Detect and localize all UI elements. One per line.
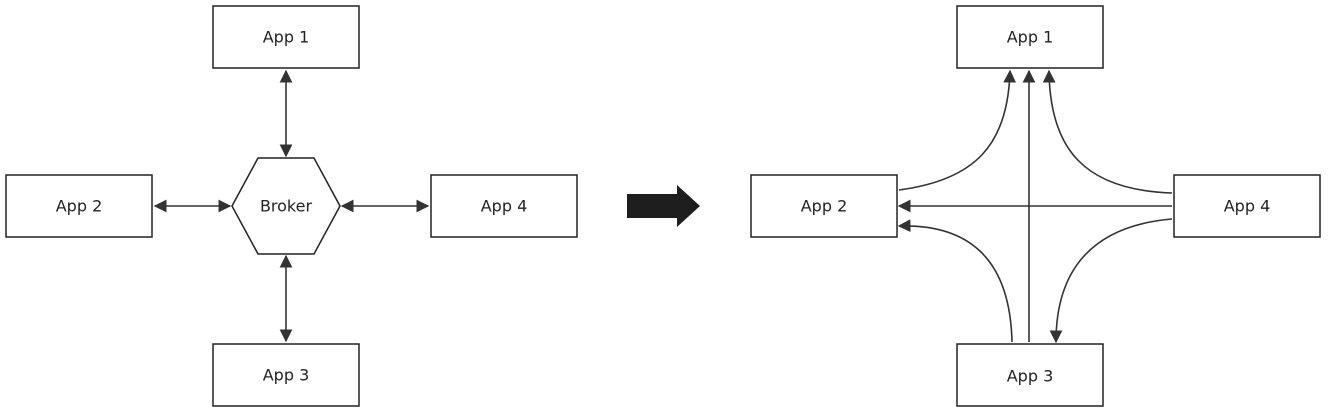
right-node-app4: App 4 (1173, 174, 1321, 238)
right-diagram: App 1 App 2 App 3 App 4 (750, 5, 1321, 407)
left-node-app4: App 4 (430, 174, 578, 238)
right-node-app1: App 1 (956, 5, 1104, 69)
left-node-app4-label: App 4 (481, 197, 528, 216)
right-arrow-icon (627, 185, 700, 227)
right-node-app2: App 2 (750, 174, 898, 238)
left-node-app1-label: App 1 (263, 28, 310, 47)
right-node-app1-label: App 1 (1007, 28, 1054, 47)
left-node-app1: App 1 (212, 5, 360, 69)
left-node-app3: App 3 (212, 343, 360, 407)
right-node-app3-label: App 3 (1007, 367, 1054, 386)
left-node-app3-label: App 3 (263, 366, 310, 385)
edge-app3-app2-curve (897, 219, 1013, 343)
edge-app2-app1-curve (898, 69, 1017, 191)
right-node-app3: App 3 (956, 343, 1104, 407)
right-node-app4-label: App 4 (1224, 197, 1271, 216)
edge-app4-app1-curve (1042, 69, 1173, 194)
right-node-app2-label: App 2 (801, 197, 848, 216)
left-diagram: App 1 App 2 App 3 App 4 Broker (5, 5, 578, 407)
left-node-app2: App 2 (5, 174, 153, 238)
broker-node: Broker (231, 157, 341, 255)
broker-label: Broker (260, 197, 313, 216)
edge-app4-app3-curve (1049, 218, 1173, 344)
left-node-app2-label: App 2 (56, 197, 103, 216)
